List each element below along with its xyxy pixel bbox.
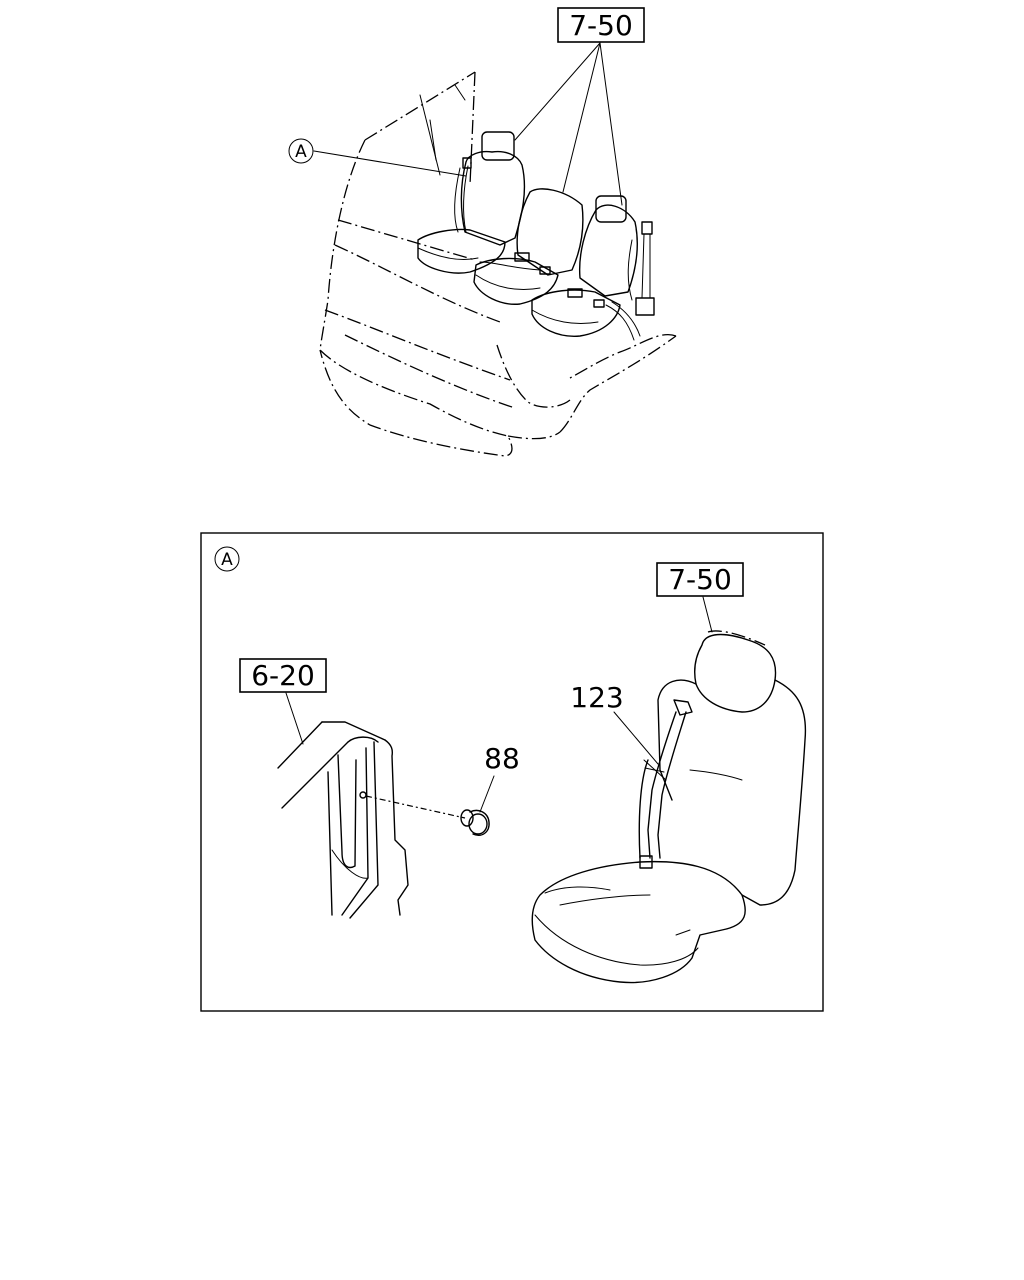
detail-title-label: A bbox=[221, 550, 233, 570]
pillar-part bbox=[277, 721, 409, 919]
plug-part bbox=[365, 795, 490, 836]
part-88-label: 88 bbox=[484, 742, 520, 775]
part-123-label: 123 bbox=[570, 681, 623, 714]
detail-seat-ref-label: 7-50 bbox=[668, 563, 732, 596]
part-123-callout: 123 bbox=[570, 681, 659, 765]
detail-pillar-ref-callout: 6-20 bbox=[239, 658, 327, 745]
top-ref-label: 7-50 bbox=[569, 9, 633, 42]
detail-marker-callout: A bbox=[288, 138, 467, 177]
detail-seat-ref-callout: 7-50 bbox=[656, 562, 744, 633]
detail-marker-label: A bbox=[295, 142, 307, 162]
part-88-callout: 88 bbox=[479, 742, 520, 813]
detail-pillar-ref-label: 6-20 bbox=[251, 659, 315, 692]
top-ref-callout: 7-50 bbox=[514, 7, 645, 206]
detail-view-a: A bbox=[200, 532, 824, 1012]
cab-overview bbox=[319, 71, 677, 457]
detail-seat bbox=[531, 630, 807, 984]
